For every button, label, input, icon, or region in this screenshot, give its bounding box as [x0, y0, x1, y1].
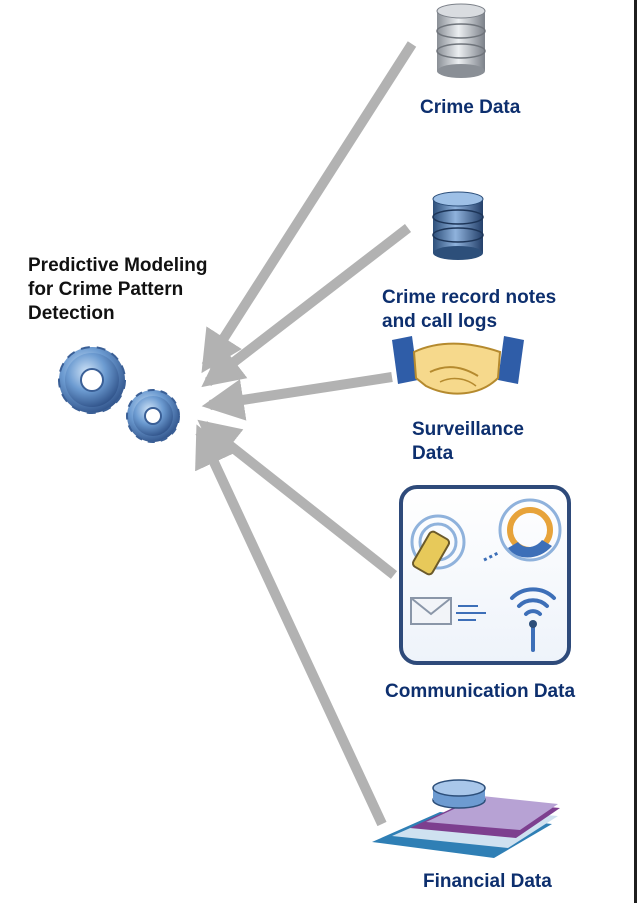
gears-icon: [58, 346, 180, 443]
surveillance-label-line: Surveillance: [412, 419, 524, 440]
mobile-phone-icon: [410, 514, 466, 576]
wireless-signal-icon: [510, 587, 556, 652]
surveillance-label: Surveillance Data: [412, 418, 524, 466]
telephone-icon: [483, 498, 562, 562]
arrow-from-financial: [195, 424, 387, 827]
diagram-title: Predictive Modeling for Crime Pattern De…: [28, 254, 268, 326]
title-line: Detection: [28, 303, 115, 324]
database-icon-blue: [432, 191, 484, 260]
financial-label: Financial Data: [423, 871, 552, 892]
arrow-group: [195, 41, 417, 827]
arrow-from-crime-data: [201, 41, 417, 374]
notes-label-line: Crime record notes: [382, 287, 557, 308]
title-line: Predictive Modeling: [28, 255, 208, 276]
arrow-from-communication: [197, 419, 398, 579]
arrow-from-notes: [201, 224, 412, 388]
arrow-from-surveillance: [201, 372, 393, 421]
notes-label: Crime record notes and call logs: [382, 286, 556, 334]
right-border: [634, 0, 637, 903]
title-line: for Crime Pattern: [28, 279, 184, 300]
communication-label: Communication Data: [385, 681, 576, 702]
surveillance-label-line: Data: [412, 443, 454, 464]
crime-data-label: Crime Data: [420, 97, 521, 118]
envelope-icon: [410, 597, 486, 625]
handshake-icon: [392, 336, 524, 395]
money-icon: [372, 779, 560, 858]
communication-panel-icon: [399, 485, 571, 665]
notes-label-line: and call logs: [382, 311, 498, 332]
database-icon: [436, 3, 486, 78]
